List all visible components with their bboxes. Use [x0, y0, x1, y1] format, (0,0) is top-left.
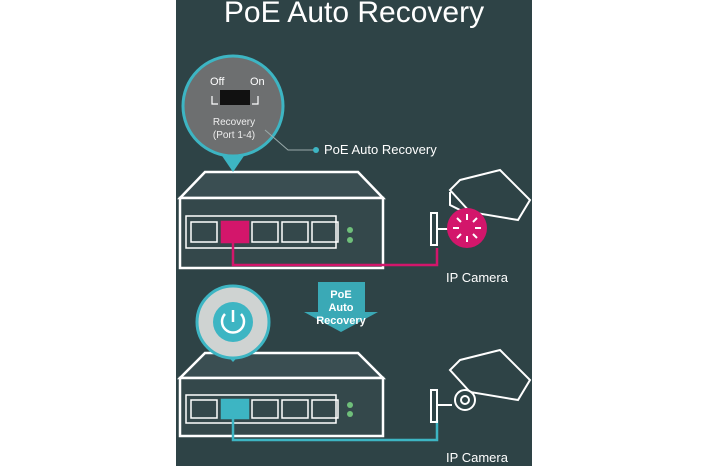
fault-cable: [231, 242, 439, 267]
arrow-line3: Recovery: [316, 315, 366, 327]
port-recovery-callout: [195, 284, 271, 362]
switch-top: [177, 170, 386, 270]
recovery-label: Recovery: [213, 117, 255, 128]
camera-bottom-label: IP Camera: [446, 450, 509, 465]
dip-switch: [220, 90, 250, 105]
pointer-dot: [313, 147, 319, 153]
camera-top-label: IP Camera: [446, 270, 509, 285]
port-range-label: (Port 1-4): [213, 130, 255, 141]
recovery-arrow: PoE Auto Recovery: [304, 282, 378, 332]
camera-icon: [430, 348, 532, 423]
arrow-line1: PoE: [330, 289, 351, 301]
pointer-label: PoE Auto Recovery: [324, 142, 437, 157]
off-label: Off: [210, 76, 225, 88]
on-label: On: [250, 76, 265, 88]
switch-bottom: [176, 351, 387, 438]
recovery-switch-callout: Off On Recovery (Port 1-4): [181, 54, 285, 172]
camera-icon: [430, 168, 532, 248]
arrow-line2: Auto: [328, 302, 353, 314]
restored-cable: [231, 418, 439, 442]
title: PoE Auto Recovery: [224, 0, 484, 29]
